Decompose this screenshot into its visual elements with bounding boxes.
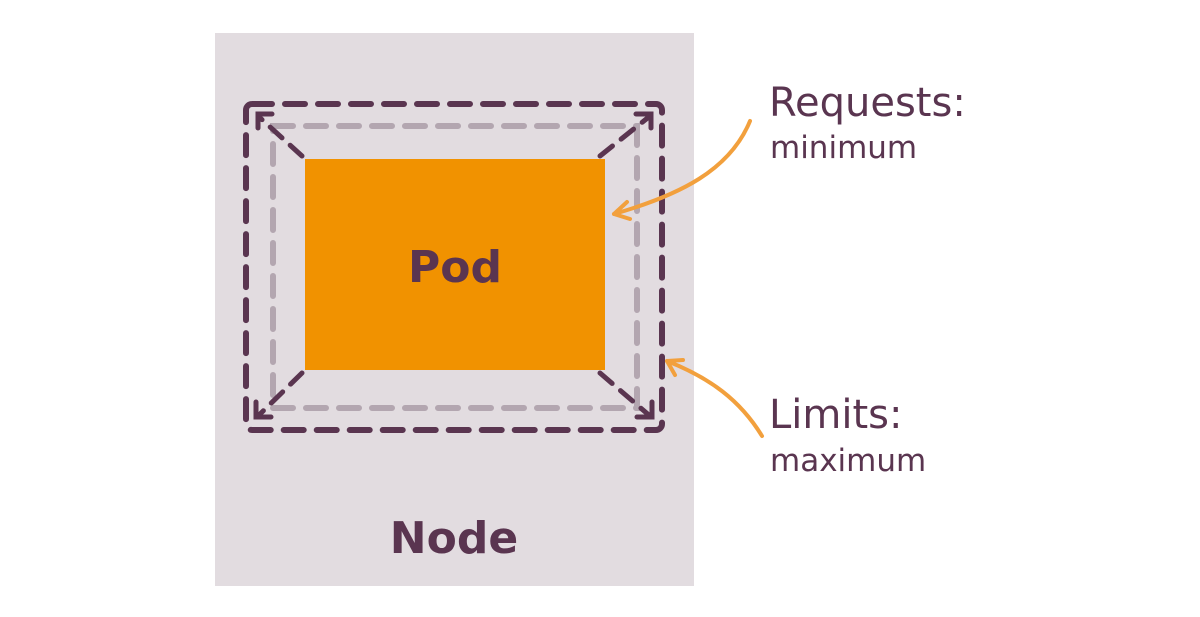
pod-label: Pod <box>408 242 502 293</box>
limits-pointer <box>665 358 764 438</box>
expansion-arrows <box>253 111 655 420</box>
node-label: Node <box>390 513 518 564</box>
requests-subtitle: minimum <box>770 130 917 166</box>
arrow-top-right <box>597 111 654 159</box>
requests-boundary <box>270 123 640 411</box>
arrow-bottom-right <box>597 370 655 420</box>
limits-subtitle: maximum <box>770 443 926 479</box>
requests-title: Requests: <box>769 80 966 126</box>
limits-title: Limits: <box>769 392 902 438</box>
limits-boundary <box>243 101 665 433</box>
pod-box <box>305 159 605 370</box>
arrow-top-left <box>255 111 305 159</box>
arrow-bottom-left <box>253 370 305 420</box>
requests-pointer <box>612 119 752 221</box>
